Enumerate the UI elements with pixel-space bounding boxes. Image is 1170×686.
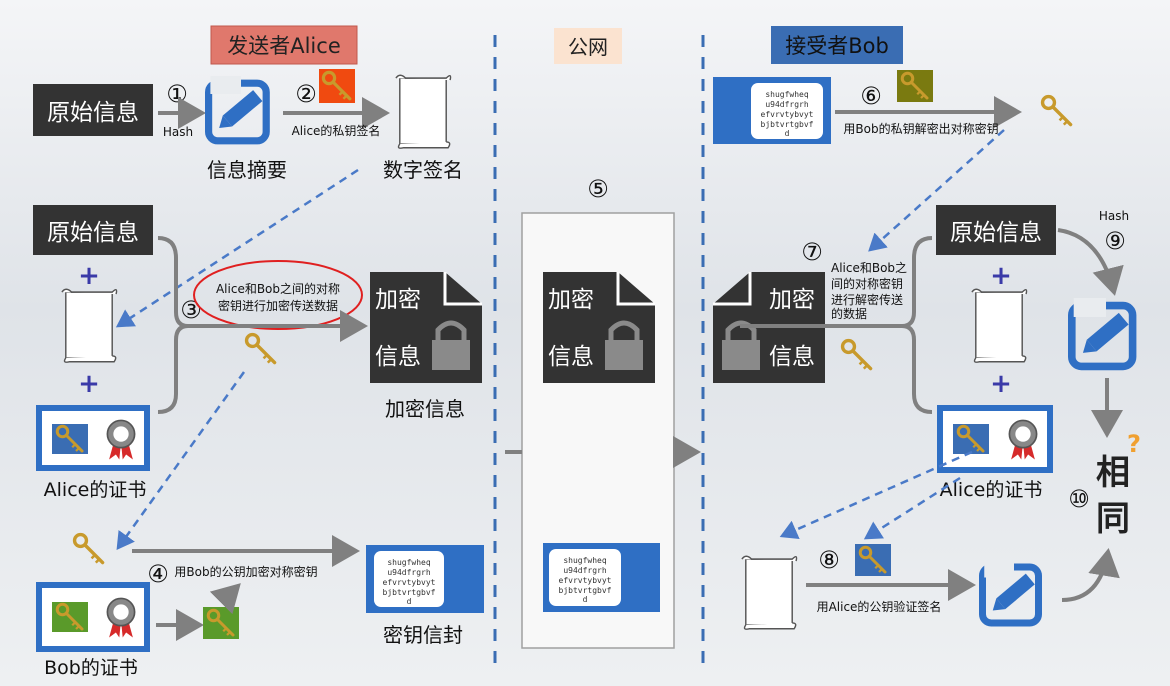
decrypt-note-2: 进行解密传送 [831,292,903,307]
key-envelope-right: shugfwheq u94dfrgrh efvrvtybvyt bjbtvrtg… [713,77,831,144]
arrow-bob-pub-up [209,583,241,615]
env-left-line-1: u94dfrgrh [387,568,431,577]
bob-cert-card [36,582,150,652]
plus-sign-1: + [78,261,100,291]
arrow-verify-up [1061,548,1120,602]
env-mid-line-3: bjbtvrtgbvf [559,586,612,595]
dashed-cert-to-doc [779,450,973,540]
original-info-label-2: 原始信息 [47,220,139,246]
bob-private-decrypt-label: 用Bob的私钥解密出对称密钥 [843,121,998,136]
original-info-label-right: 原始信息 [950,220,1042,246]
bob-public-key-icon [203,607,239,639]
env-mid-line-0: shugfwheq [563,556,607,565]
alice-private-sign-label: Alice的私钥签名 [292,123,381,138]
encrypted-info-icon-left: 加密 信息 [370,272,482,383]
original-info-label-1: 原始信息 [47,100,139,126]
env-right-line-1: u94dfrgrh [765,100,809,109]
alice-cert-card-right [937,405,1053,473]
key-envelope-middle: shugfwheq u94dfrgrh efvrvtybvyt bjbtvrtg… [543,543,660,612]
question-mark-icon: ? [1127,430,1141,458]
same-char-2: 同 [1096,499,1130,539]
encrypted-info-icon-middle: 加密 信息 [543,272,655,383]
env-right-line-4: d [785,129,790,138]
header-receiver: 接受者Bob [771,26,903,64]
enc-line2-middle: 信息 [548,344,594,370]
hash-label-right: Hash [1099,209,1129,223]
step-3: ③ [180,296,202,324]
decrypt-note-3: 的数据 [831,306,867,321]
key-envelope-left: shugfwheq u94dfrgrh efvrvtybvyt bjbtvrtg… [366,545,484,613]
encrypted-info-label-left: 加密信息 [385,397,465,421]
digital-signature-doc-icon [395,74,452,149]
encrypt-note-line2: 密钥进行加密传送数据 [218,298,338,313]
enc-line1-left: 加密 [375,287,421,313]
step-10: ⑩ [1068,485,1090,513]
env-right-line-2: efvrvtybvyt [761,110,814,119]
enc-line1-middle: 加密 [548,287,594,313]
alice-public-key-icon [855,544,891,576]
env-mid-line-1: u94dfrgrh [563,566,607,575]
step-4: ④ [147,560,169,588]
signature-doc-right-icon [971,288,1028,363]
step-6: ⑥ [860,82,882,110]
key-envelope-label: 密钥信封 [383,623,463,647]
enc-line2-right: 信息 [769,344,815,370]
red-circle-annotation [193,260,363,330]
plus-sign-2: + [78,369,100,399]
env-mid-line-4: d [583,595,588,604]
header-sender: 发送者Alice [210,25,358,65]
plus-sign-right-2: + [990,369,1012,399]
bob-cert-label: Bob的证书 [44,657,138,679]
env-mid-line-2: efvrvtybvyt [559,576,612,585]
plus-sign-right-1: + [990,261,1012,291]
header-network: 公网 [554,28,622,64]
hash-label-left: Hash [163,125,193,139]
alice-cert-label-left: Alice的证书 [44,479,147,501]
step-7: ⑦ [801,238,823,266]
env-left-line-3: bjbtvrtgbvf [383,588,436,597]
enc-line1-right: 加密 [769,287,815,313]
env-left-line-0: shugfwheq [387,558,431,567]
encrypt-note-line1: Alice和Bob之间的对称 [216,281,340,296]
step-5: ⑤ [587,175,609,203]
alice-pub-verify-label: 用Alice的公钥验证签名 [817,599,942,614]
original-info-box-1: 原始信息 [33,84,153,136]
signature-doc-bottom-right-icon [741,555,798,630]
original-info-box-2: 原始信息 [33,205,153,255]
dashed-signature-to-bundle [115,168,359,328]
header-receiver-label: 接受者Bob [785,34,889,58]
env-right-line-0: shugfwheq [765,90,809,99]
env-right-line-3: bjbtvrtgbvf [761,120,814,129]
step-2: ② [295,80,317,108]
step-1: ① [166,80,188,108]
step-9: ⑨ [1104,227,1126,255]
bob-private-key-icon [897,70,933,102]
alice-cert-card-left [36,405,150,471]
decrypt-note-1: 间的对称密钥 [831,276,903,291]
digest-label: 信息摘要 [207,158,287,182]
env-left-line-2: efvrvtybvyt [383,578,436,587]
bundle-brace-right [901,236,933,414]
decrypt-note-0: Alice和Bob之 [831,261,907,275]
alice-cert-label-right: Alice的证书 [940,479,1043,501]
header-sender-label: 发送者Alice [227,34,341,58]
dashed-key-to-decrypt [868,129,1005,252]
same-char-1: 相 [1096,453,1130,493]
dashed-cert-to-key [863,476,961,540]
step-8: ⑧ [818,546,840,574]
alice-private-key-icon [319,69,355,103]
arrow-hash-right [1057,228,1124,296]
digital-signature-label: 数字签名 [383,158,463,182]
signature-doc-in-bundle-icon [61,288,118,363]
header-network-label: 公网 [568,35,608,59]
bob-pub-encrypt-label: 用Bob的公钥加密对称密钥 [174,564,317,579]
enc-line2-left: 信息 [375,344,421,370]
env-left-line-4: d [407,597,412,606]
original-info-box-right: 原始信息 [936,205,1056,255]
